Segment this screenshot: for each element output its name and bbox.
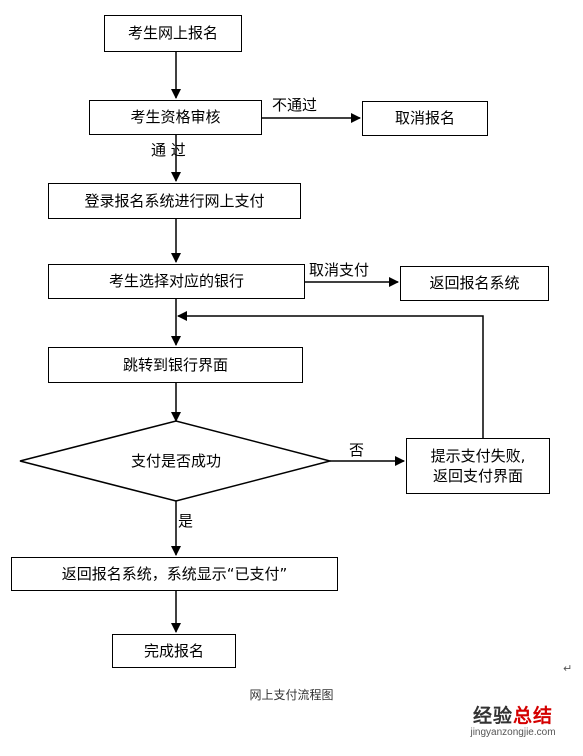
- node-login-pay: 登录报名系统进行网上支付: [48, 183, 301, 219]
- watermark-title-part1: 经验: [472, 705, 513, 727]
- watermark-url: jingyanzongjie.com: [470, 726, 556, 738]
- edge-label-no: 否: [349, 441, 365, 459]
- node-show-paid: 返回报名系统，系统显示“已支付”: [11, 557, 338, 591]
- node-review: 考生资格审核: [89, 100, 262, 135]
- payment-failed-line2: 返回支付界面: [432, 467, 523, 485]
- watermark-title: 经验总结: [448, 706, 578, 727]
- node-choose-bank: 考生选择对应的银行: [48, 264, 305, 299]
- node-decision-label: 支付是否成功: [130, 451, 221, 470]
- edge-label-pass: 通 过: [151, 141, 186, 159]
- watermark-title-part2: 总结: [513, 705, 554, 727]
- node-start: 考生网上报名: [104, 15, 242, 52]
- paragraph-mark: ↵: [563, 662, 573, 675]
- decision-diamond: [19, 420, 333, 502]
- node-payment-failed: 提示支付失败, 返回支付界面: [406, 438, 550, 494]
- watermark-logo: 经验总结 jingyanzongjie.com: [448, 706, 578, 739]
- edge-label-not-pass: 不通过: [272, 96, 318, 114]
- node-complete: 完成报名: [112, 634, 236, 668]
- payment-failed-line1: 提示支付失败,: [430, 446, 526, 465]
- edge-label-yes: 是: [178, 512, 194, 530]
- node-jump-bank: 跳转到银行界面: [48, 347, 303, 383]
- edge-label-cancel-pay: 取消支付: [309, 261, 370, 279]
- node-cancel-registration: 取消报名: [362, 101, 488, 136]
- arrow-fail-loop-back: [177, 311, 484, 438]
- figure-caption: 网上支付流程图: [249, 688, 334, 702]
- node-return-system: 返回报名系统: [400, 266, 549, 301]
